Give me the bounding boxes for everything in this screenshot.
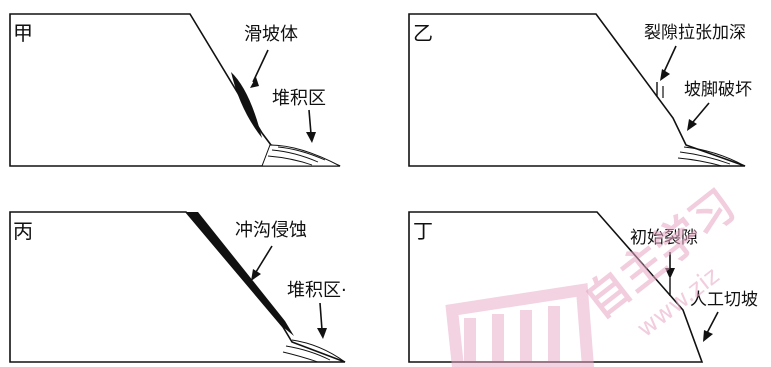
watermark: 自主学习 www.ziz <box>445 180 745 367</box>
panel-label-jia: 甲 <box>13 21 33 45</box>
arrow-gully-erosion <box>255 245 273 273</box>
panel-label-bing: 丙 <box>13 219 33 243</box>
label-artificial-cut: 人工切坡 <box>690 290 758 310</box>
arrow-slide-body <box>252 49 269 83</box>
arrow-artificial-cut <box>706 311 719 334</box>
arrowhead-icon <box>251 269 261 281</box>
label-gully-erosion: 冲沟侵蚀 <box>235 220 307 241</box>
arrow-deposit-jia <box>308 109 312 135</box>
panel-label-yi: 乙 <box>413 21 433 45</box>
panel-yi: 乙 裂隙拉张加深 坡脚破坏 <box>408 13 752 167</box>
slope-profile-yi <box>408 13 746 167</box>
toe-debris <box>677 146 746 167</box>
panel-bing: 丙 冲沟侵蚀 堆积区· <box>9 211 347 363</box>
watermark-logo <box>445 283 595 367</box>
arrowhead-icon <box>250 77 259 88</box>
arrowhead-icon <box>306 132 316 143</box>
label-deposit-bing: 堆积区· <box>287 280 347 301</box>
arrow-crack-deepening <box>663 45 677 73</box>
deposit-pile-bing <box>282 339 346 363</box>
label-crack-deepening: 裂隙拉张加深 <box>644 23 746 43</box>
label-toe-failure: 坡脚破坏 <box>684 80 752 100</box>
panel-label-ding: 丁 <box>413 219 433 243</box>
arrowhead-icon <box>317 328 327 339</box>
panel-jia: 甲 滑坡体 堆积区 <box>9 13 341 167</box>
label-deposit-jia: 堆积区 <box>272 88 326 109</box>
label-initial-crack: 初始裂隙 <box>630 228 698 248</box>
arrow-deposit-bing <box>319 302 323 331</box>
slope-profile-ding <box>408 211 704 363</box>
gully-erosion-band <box>186 212 294 336</box>
slide-body-shape <box>231 72 262 138</box>
arrowhead-icon <box>665 268 675 279</box>
label-slide-body: 滑坡体 <box>244 24 298 45</box>
arrow-toe-failure <box>692 102 710 123</box>
arrowhead-icon <box>660 69 670 81</box>
arrowhead-icon <box>703 330 713 342</box>
panel-ding: 丁 初始裂隙 人工切坡 <box>408 211 758 363</box>
arrowhead-icon <box>687 119 697 131</box>
